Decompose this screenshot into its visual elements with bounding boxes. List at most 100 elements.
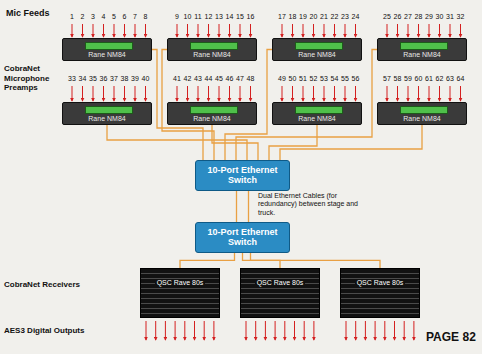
signal-arrow — [198, 86, 199, 101]
channel-number: 24 — [351, 13, 361, 20]
signal-arrow — [304, 321, 305, 340]
signal-arrow — [413, 321, 414, 340]
display-strip — [400, 42, 448, 50]
channel-number: 38 — [120, 75, 130, 82]
channel-number: 50 — [288, 75, 298, 82]
channel-number: 13 — [214, 13, 224, 20]
signal-arrow — [184, 321, 185, 340]
channel-number: 18 — [288, 13, 298, 20]
signal-arrow — [240, 24, 241, 37]
channel-number: 42 — [183, 75, 193, 82]
signal-arrow — [439, 86, 440, 101]
preamp-unit: Rane NM84 — [272, 102, 362, 125]
signal-arrow — [72, 24, 73, 37]
unit-label: QSC Rave 80s — [255, 279, 306, 286]
signal-arrow — [208, 86, 209, 101]
display-strip — [295, 106, 343, 114]
unit-label: Rane NM84 — [275, 115, 359, 122]
channel-number: 14 — [225, 13, 235, 20]
signal-arrow — [255, 321, 256, 340]
signal-arrow — [194, 321, 195, 340]
channel-number: 9 — [172, 13, 182, 20]
ethernet-cable — [269, 125, 317, 160]
ethernet-switch: 10-Port Ethernet Switch — [195, 222, 290, 253]
signal-arrow — [204, 321, 205, 340]
channel-number: 59 — [403, 75, 413, 82]
section-label: CobraNet Receivers — [4, 280, 104, 290]
channel-number: 5 — [109, 13, 119, 20]
channel-number: 61 — [424, 75, 434, 82]
display-strip — [190, 106, 238, 114]
signal-arrow — [250, 24, 251, 37]
preamp-unit: Rane NM84 — [272, 38, 362, 61]
signal-arrow — [82, 24, 83, 37]
signal-arrow — [324, 86, 325, 101]
unit-label: Rane NM84 — [170, 115, 254, 122]
unit-label: Rane NM84 — [275, 51, 359, 58]
signal-arrow — [187, 24, 188, 37]
channel-number: 3 — [88, 13, 98, 20]
channel-number: 15 — [235, 13, 245, 20]
signal-arrow — [355, 321, 356, 340]
channel-number: 1 — [67, 13, 77, 20]
signal-arrow — [246, 321, 247, 340]
channel-number: 4 — [99, 13, 109, 20]
signal-arrow — [450, 86, 451, 101]
receiver-unit: QSC Rave 80s — [240, 268, 320, 318]
channel-number: 58 — [393, 75, 403, 82]
channel-number: 17 — [277, 13, 287, 20]
signal-arrow — [93, 24, 94, 37]
channel-number: 37 — [109, 75, 119, 82]
unit-label: 10-Port Ethernet Switch — [202, 165, 283, 186]
ethernet-cable — [280, 125, 422, 160]
signal-arrow — [219, 24, 220, 37]
channel-number: 62 — [435, 75, 445, 82]
channel-number: 26 — [393, 13, 403, 20]
signal-arrow — [135, 86, 136, 101]
channel-number: 53 — [319, 75, 329, 82]
signal-arrow — [177, 86, 178, 101]
signal-arrow — [114, 24, 115, 37]
signal-arrow — [313, 24, 314, 37]
ethernet-cable — [180, 253, 235, 268]
signal-arrow — [408, 24, 409, 37]
channel-number: 10 — [183, 13, 193, 20]
preamp-unit: Rane NM84 — [167, 102, 257, 125]
signal-arrow — [265, 321, 266, 340]
channel-number: 12 — [204, 13, 214, 20]
signal-arrow — [275, 321, 276, 340]
channel-number: 7 — [130, 13, 140, 20]
receiver-unit: QSC Rave 80s — [140, 268, 220, 318]
preamp-unit: Rane NM84 — [62, 38, 152, 61]
signal-arrow — [334, 86, 335, 101]
channel-number: 39 — [130, 75, 140, 82]
channel-number: 31 — [445, 13, 455, 20]
channel-number: 64 — [456, 75, 466, 82]
preamp-unit: Rane NM84 — [377, 102, 467, 125]
preamp-unit: Rane NM84 — [167, 38, 257, 61]
signal-arrow — [284, 321, 285, 340]
section-label: Mic Feeds — [6, 8, 50, 18]
channel-number: 33 — [67, 75, 77, 82]
signal-arrow — [124, 24, 125, 37]
channel-number: 43 — [193, 75, 203, 82]
channel-number: 47 — [235, 75, 245, 82]
channel-number: 46 — [225, 75, 235, 82]
signal-arrow — [114, 86, 115, 101]
unit-label: QSC Rave 80s — [355, 279, 406, 286]
signal-arrow — [439, 24, 440, 37]
section-label: CobraNet Microphone Preamps — [4, 64, 60, 93]
channel-number: 25 — [382, 13, 392, 20]
signal-arrow — [282, 24, 283, 37]
signal-arrow — [303, 86, 304, 101]
section-label: Dual Ethernet Cables (for redundancy) be… — [258, 192, 376, 217]
channel-number: 51 — [298, 75, 308, 82]
ethernet-switch: 10-Port Ethernet Switch — [195, 160, 290, 191]
signal-arrow — [93, 86, 94, 101]
signal-arrow — [155, 321, 156, 340]
signal-arrow — [429, 24, 430, 37]
signal-arrow — [408, 86, 409, 101]
signal-arrow — [165, 321, 166, 340]
channel-number: 55 — [340, 75, 350, 82]
signal-arrow — [460, 86, 461, 101]
